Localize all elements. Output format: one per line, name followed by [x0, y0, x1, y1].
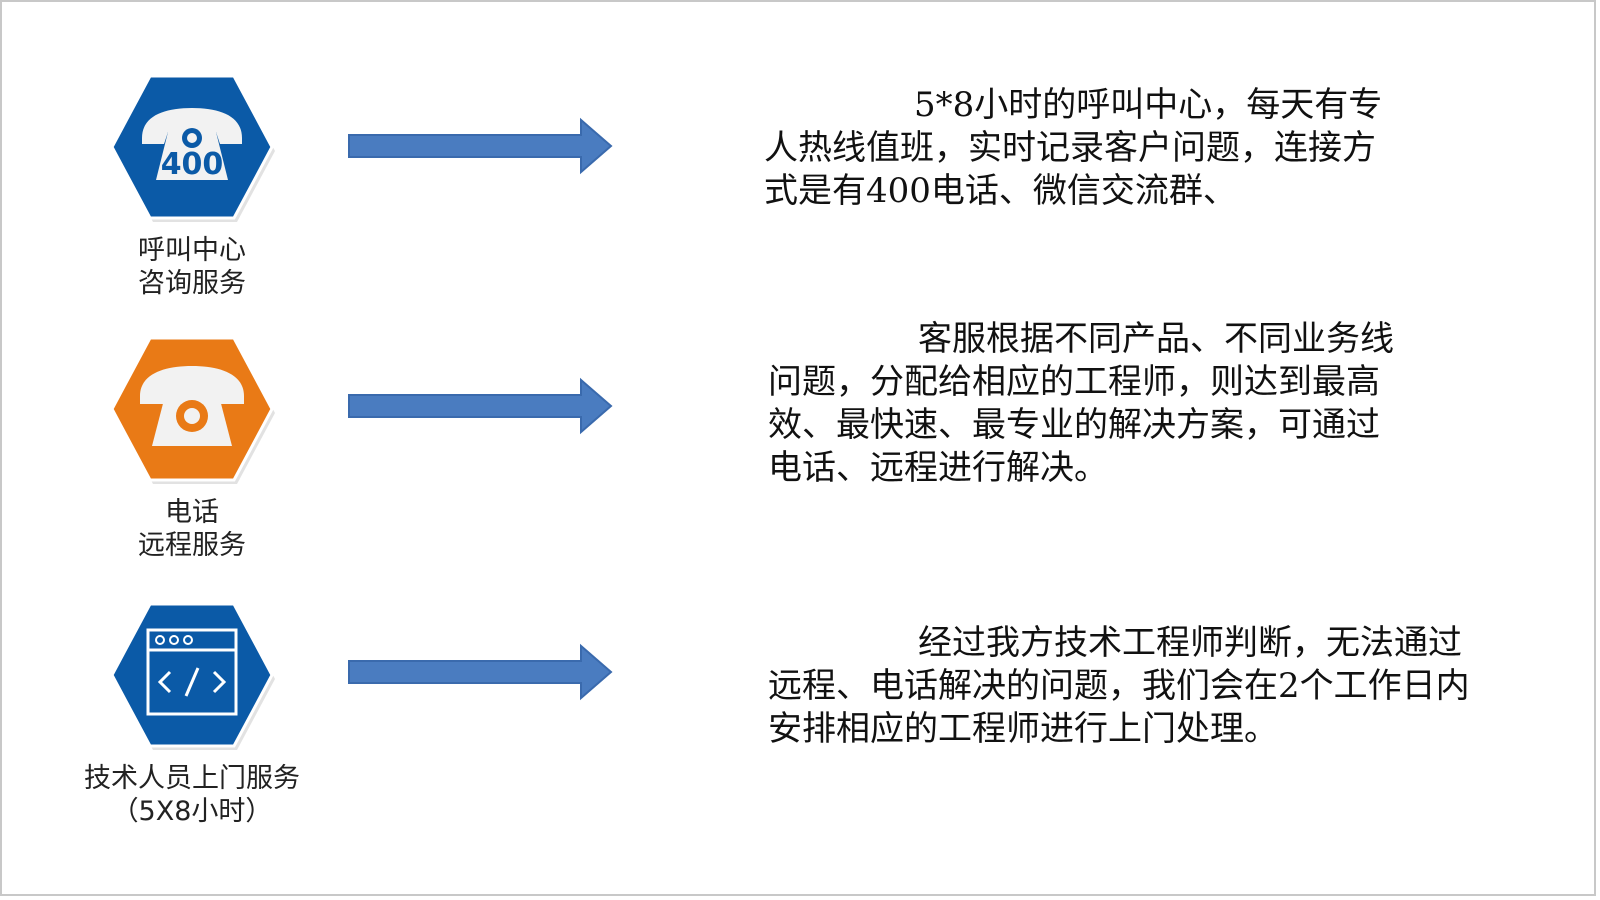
label-phone-remote: 电话 远程服务 — [92, 496, 292, 562]
desc-line: 远程、电话解决的问题，我们会在2个工作日内 — [768, 666, 1470, 706]
desc-line: 效、最快速、最专业的解决方案，可通过 — [768, 405, 1380, 445]
desc-line: 安排相应的工程师进行上门处理。 — [768, 709, 1278, 749]
label-line: 技术人员上门服务 — [84, 763, 300, 794]
arrow-1 — [347, 116, 617, 176]
label-line: 电话 — [165, 497, 219, 528]
browser-code-icon — [110, 602, 275, 750]
desc-call-center: 5*8小时的呼叫中心，每天有专 人热线值班，实时记录客户问题，连接方 式是有40… — [764, 84, 1382, 213]
hex-call-center: 400 — [108, 72, 276, 222]
icon-400-text: 400 — [161, 147, 224, 182]
hex-onsite — [108, 600, 276, 750]
label-line: （5X8小时） — [111, 796, 273, 827]
arrow-3 — [347, 642, 617, 702]
desc-onsite: 经过我方技术工程师判断，无法通过 远程、电话解决的问题，我们会在2个工作日内 安… — [768, 622, 1470, 751]
desc-phone-remote: 客服根据不同产品、不同业务线 问题，分配给相应的工程师，则达到最高 效、最快速、… — [768, 318, 1394, 490]
label-onsite: 技术人员上门服务 （5X8小时） — [62, 762, 322, 828]
arrow-2 — [347, 376, 617, 436]
label-call-center: 呼叫中心 咨询服务 — [92, 234, 292, 300]
telephone-icon — [110, 336, 275, 484]
label-line: 呼叫中心 — [138, 235, 246, 266]
desc-line: 客服根据不同产品、不同业务线 — [918, 319, 1394, 359]
phone-400-icon: 400 — [110, 74, 275, 222]
label-line: 远程服务 — [138, 530, 246, 561]
desc-line: 5*8小时的呼叫中心，每天有专 — [914, 85, 1383, 125]
hex-phone-remote — [108, 334, 276, 484]
desc-line: 问题，分配给相应的工程师，则达到最高 — [768, 362, 1380, 402]
label-line: 咨询服务 — [138, 268, 246, 299]
desc-line: 式是有400电话、微信交流群、 — [764, 171, 1237, 211]
desc-line: 电话、远程进行解决。 — [768, 448, 1108, 488]
desc-line: 经过我方技术工程师判断，无法通过 — [918, 623, 1462, 663]
desc-line: 人热线值班，实时记录客户问题，连接方 — [764, 128, 1376, 168]
